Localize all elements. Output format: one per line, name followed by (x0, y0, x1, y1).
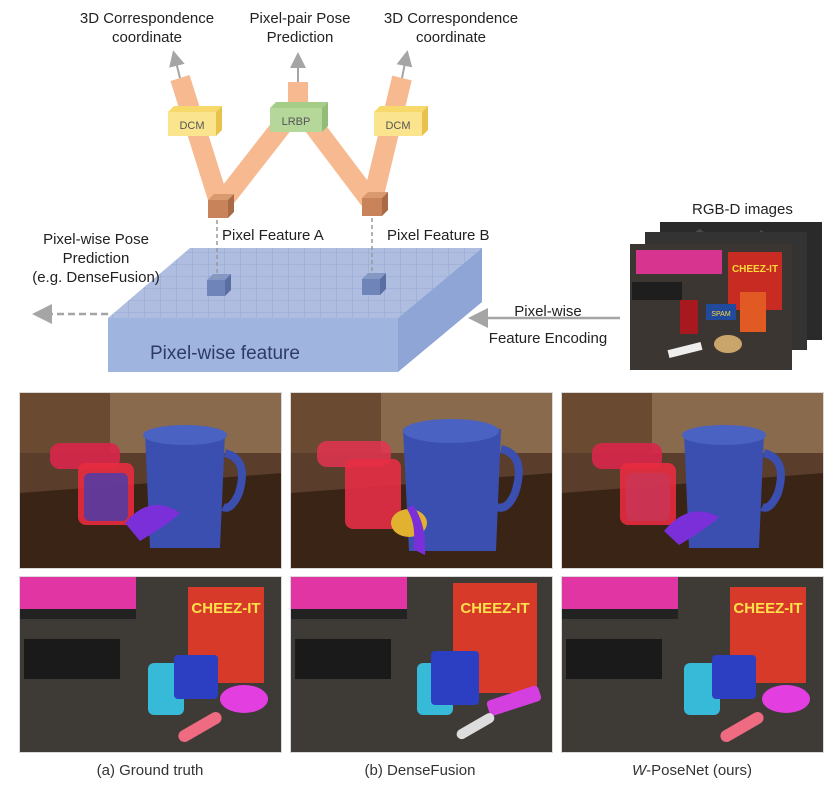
wp-cheezit-label: CHEEZ-IT (733, 600, 802, 617)
architecture-diagram: DCM LRBP DCM CHEEZ-IT SPAM (32, 50, 822, 372)
pixel-wise-pose-line2: Prediction (62, 250, 130, 267)
photo-wposenet-pitcher (561, 392, 824, 569)
top-label-mid-line1: Pixel-pair Pose (249, 10, 351, 27)
w-structure (170, 74, 412, 212)
feature-cube-b (362, 192, 388, 216)
dcm-left-label: DCM (179, 120, 204, 132)
pixel-feature-slab (108, 248, 482, 372)
photo-wposenet-cheezit: CHEEZ-IT (561, 576, 824, 753)
pixel-cube-b (362, 273, 386, 295)
lrbp-module: LRBP (270, 102, 328, 132)
pixel-wise-pose-line3: (e.g. DenseFusion) (32, 269, 160, 286)
top-label-mid: Pixel-pair Pose Prediction (232, 9, 368, 47)
pixel-cube-a (207, 274, 231, 296)
rgbd-cheezit-label: CHEEZ-IT (732, 264, 778, 275)
caption-wposenet-italic: W (631, 762, 647, 779)
photo-densefusion-pitcher (290, 392, 553, 569)
feature-encoding-line2: Feature Encoding (488, 330, 608, 347)
top-label-left-line2: coordinate (111, 29, 183, 46)
feature-encoding-line1: Pixel-wise (514, 303, 582, 320)
caption-densefusion: (b) DenseFusion (364, 762, 476, 779)
photo-densefusion-cheezit: CHEEZ-IT (290, 576, 553, 753)
caption-ground-truth: (a) Ground truth (96, 762, 204, 779)
dcm-right-label: DCM (385, 120, 410, 132)
slab-label: Pixel-wise feature (150, 343, 300, 364)
top-label-right: 3D Correspondence coordinate (376, 9, 526, 47)
caption-wposenet-rest: -PoseNet (ours) (646, 762, 753, 779)
rgbd-images: CHEEZ-IT SPAM (630, 222, 822, 370)
caption-wposenet: W-PoseNet (ours) (562, 762, 822, 779)
photo-ground-truth-pitcher (19, 392, 282, 569)
output-arrow-left (169, 50, 185, 79)
top-label-right-line2: coordinate (415, 29, 487, 46)
df-cheezit-label: CHEEZ-IT (460, 600, 529, 617)
top-label-left-line1: 3D Correspondence (79, 10, 215, 27)
lrbp-label: LRBP (282, 116, 311, 128)
gt-cheezit-label: CHEEZ-IT (191, 600, 260, 617)
feature-encoding-label: Pixel-wise Feature Encoding (466, 294, 630, 356)
photo-ground-truth-cheezit: CHEEZ-IT (19, 576, 282, 753)
dcm-module-left: DCM (168, 106, 222, 136)
feature-cube-a (208, 194, 234, 218)
output-arrow-right (396, 50, 413, 79)
rgbd-label: RGB-D images (692, 201, 793, 218)
pixel-wise-pose-line1: Pixel-wise Pose (43, 231, 149, 248)
feature-a-label: Pixel Feature A (222, 227, 324, 244)
feature-b-label: Pixel Feature B (387, 227, 490, 244)
top-label-mid-line2: Prediction (266, 29, 334, 46)
top-label-left: 3D Correspondence coordinate (72, 9, 222, 47)
rgbd-spam-label: SPAM (711, 311, 730, 318)
pixel-wise-pose-label: Pixel-wise Pose Prediction (e.g. DenseFu… (16, 230, 176, 287)
top-label-right-line1: 3D Correspondence (383, 10, 519, 27)
dcm-module-right: DCM (374, 106, 428, 136)
